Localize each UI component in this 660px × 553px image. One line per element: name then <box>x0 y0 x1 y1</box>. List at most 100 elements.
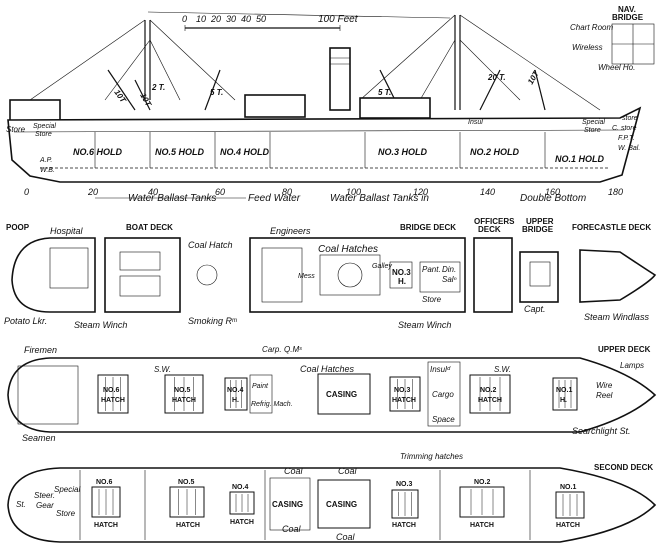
upper-label: Cargo <box>432 390 454 399</box>
deck-label: Mess <box>298 273 315 280</box>
fwd-label: store <box>622 115 638 122</box>
deck-title: BOAT DECK <box>126 223 173 232</box>
second-label: Special <box>54 485 80 494</box>
bridge-label: Chart Room <box>570 23 613 32</box>
deck-label: Coal Hatches <box>318 244 378 255</box>
deck-label: H. <box>398 277 406 286</box>
derrick-label: 5 T. <box>210 88 223 97</box>
hatch-label: NO.3 <box>394 387 410 394</box>
hold-label: NO.3 HOLD <box>378 147 428 157</box>
derrick-label: 10T <box>138 92 153 109</box>
insul-label: Insul <box>468 119 483 126</box>
hatch-label: HATCH <box>230 519 254 526</box>
scale-tick: 40 <box>241 14 251 24</box>
deck-title: UPPER <box>526 217 554 226</box>
hatch-label: HATCH <box>392 522 416 529</box>
engine-house <box>244 94 306 118</box>
poop-house <box>9 99 61 123</box>
hatch-label: H. <box>560 397 567 404</box>
funnel <box>329 47 351 111</box>
second-label: Coal <box>284 466 304 476</box>
frame-number: 120 <box>413 187 428 197</box>
upper-label: Wire <box>596 381 613 390</box>
scale-tick: 20 <box>210 14 221 24</box>
deck-bottom-label: Potato Lkr. <box>4 316 47 326</box>
hold-label: NO.5 HOLD <box>155 147 205 157</box>
second-label: Steer. <box>34 491 55 500</box>
hatch-label: HATCH <box>392 397 416 404</box>
frame-number: 80 <box>282 187 292 197</box>
second-deck: SECOND DECK Trimming hatches St. Steer. … <box>7 452 657 543</box>
deck-bottom-label: Steam Winch <box>398 320 451 330</box>
hull-profile <box>7 106 642 183</box>
upper-label: Coal Hatches <box>300 364 355 374</box>
aft-label: Store <box>6 125 26 134</box>
hatch-label: NO.6 <box>103 387 119 394</box>
fwd-label: F.P.T. <box>618 135 635 142</box>
deck-label: Din. <box>442 265 456 274</box>
scale-bar: 0 10 20 30 40 50 100 Feet <box>182 14 359 31</box>
upper-label: Carp. <box>262 345 282 354</box>
deck-title: POOP <box>6 223 30 232</box>
bridge-label: BRIDGE <box>612 13 644 22</box>
frame-number: 140 <box>480 187 495 197</box>
hatch-label: NO.5 <box>174 387 190 394</box>
hatch-label: NO.2 <box>480 387 496 394</box>
bridge-deck-plan <box>249 237 466 313</box>
second-label: Store <box>56 509 76 518</box>
hatch-label: NO.1 <box>556 387 572 394</box>
derrick-label: 5 T. <box>378 88 391 97</box>
upper-label: CASING <box>326 390 357 399</box>
frame-number: 20 <box>87 187 98 197</box>
second-label: CASING <box>272 500 303 509</box>
officers-deck-plan <box>473 237 513 313</box>
bridge-label: Wheel Ho. <box>598 63 635 72</box>
scale-label: 100 Feet <box>318 14 359 25</box>
scale-tick: 10 <box>196 14 206 24</box>
deck-title: FORECASTLE DECK <box>572 223 651 232</box>
bridge-label: Wireless <box>572 43 603 52</box>
poop-plan <box>11 237 96 313</box>
deck-label: Engineers <box>270 226 311 236</box>
deck-label: Coal Hatch <box>188 240 233 250</box>
hold-label: NO.2 HOLD <box>470 147 520 157</box>
bottom-label: Double Bottom <box>520 193 586 204</box>
boat-deck-plan <box>104 237 181 313</box>
aft-label: Store <box>35 131 52 138</box>
deck-label: Salⁿ <box>442 275 457 284</box>
deck-title: UPPER DECK <box>598 345 651 354</box>
hatch-label: NO.4 <box>227 387 243 394</box>
deck-title: DECK <box>478 225 501 234</box>
upper-bridge-plan <box>519 251 559 303</box>
upper-label: Firemen <box>24 345 57 355</box>
hatch-label: NO.2 <box>474 479 490 486</box>
aft-label: W.B. <box>40 167 55 174</box>
upper-deck: UPPER DECK Firemen Seamen Carp. Q.Mˢ S.W… <box>7 345 657 443</box>
upper-label: Reel <box>596 391 613 400</box>
deck-title: OFFICERS <box>474 217 515 226</box>
hatch-label: HATCH <box>172 397 196 404</box>
deck-title: BRIDGE <box>522 225 554 234</box>
hatch-label: HATCH <box>470 522 494 529</box>
upper-label: Paint <box>252 383 269 390</box>
deck-label: Capt. <box>524 304 546 314</box>
hatch-label: NO.3 <box>396 481 412 488</box>
deck-label: Hospital <box>50 226 84 236</box>
hatch-label: NO.4 <box>232 484 248 491</box>
casing <box>317 479 371 529</box>
nav-bridge: NAV. BRIDGE Chart Room Wireless Wheel Ho… <box>570 5 655 72</box>
upper-label: Q.Mˢ <box>284 345 302 354</box>
hatch-label: HATCH <box>556 522 580 529</box>
fwd-label: Special <box>582 119 605 126</box>
derrick-label: 2 T. <box>151 83 165 92</box>
frame-number: 100 <box>346 187 361 197</box>
bottom-label: Water Ballast Tanks <box>128 193 216 204</box>
hatch-label: HATCH <box>94 522 118 529</box>
hatch-label: HATCH <box>101 397 125 404</box>
hatch-label: NO.5 <box>178 479 194 486</box>
aft-label: A.P. <box>39 157 52 164</box>
scale-tick: 50 <box>256 14 266 24</box>
hatch-label: NO.6 <box>96 479 112 486</box>
